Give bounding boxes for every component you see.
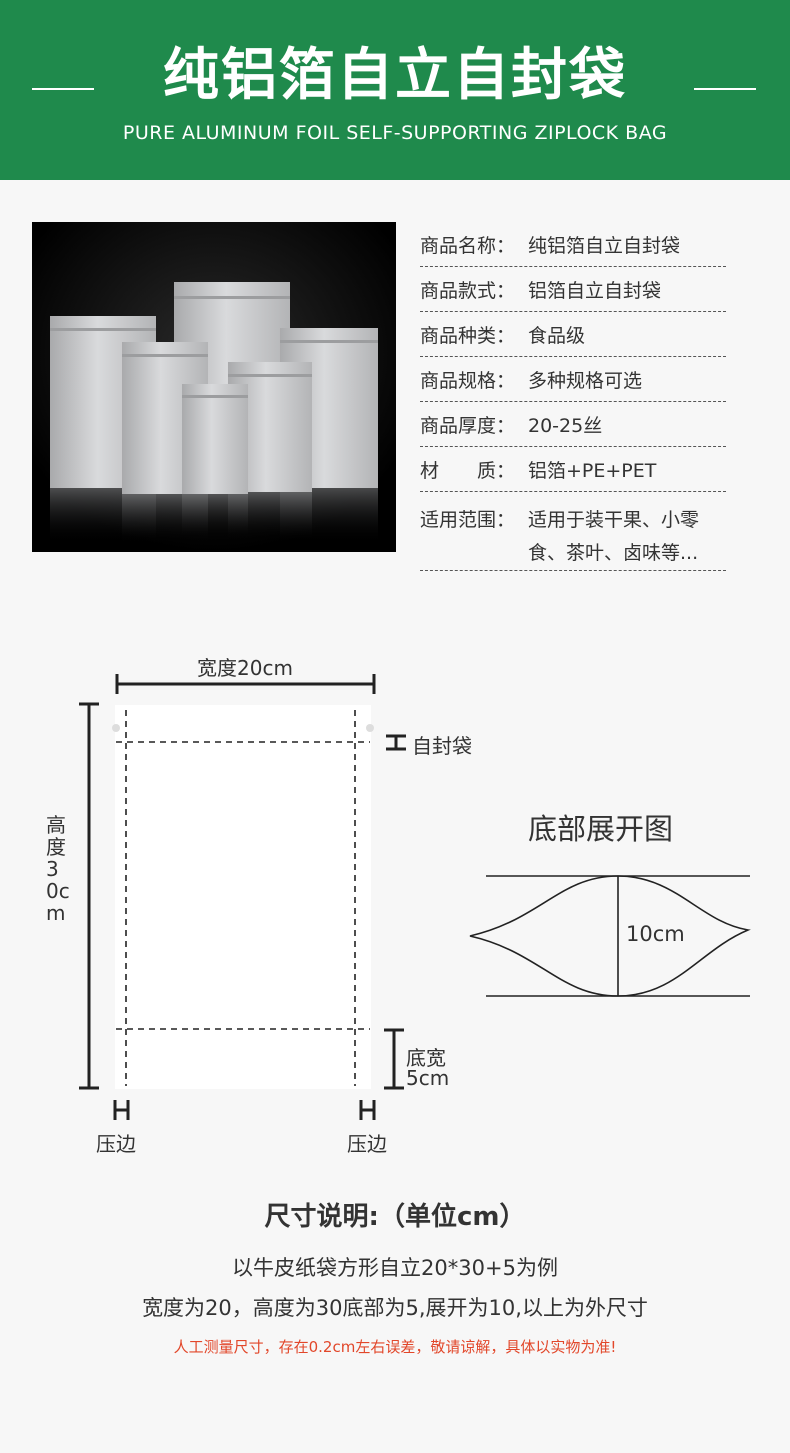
spec-value: 纯铝箔自立自封袋 [528, 234, 681, 257]
dimension-title: 尺寸说明:（单位cm） [264, 1202, 526, 1232]
spec-row: 商品款式： 铝箔自立自封袋 [420, 267, 726, 312]
header-banner: 纯铝箔自立自封袋 PURE ALUMINUM FOIL SELF-SUPPORT… [0, 0, 790, 180]
spec-list: 商品名称： 纯铝箔自立自封袋 商品款式： 铝箔自立自封袋 商品种类： 食品级 商… [420, 222, 726, 571]
bag-outline [115, 705, 371, 1089]
spec-value: 铝箔自立自封袋 [528, 279, 662, 302]
spec-key: 材 质： [420, 459, 516, 482]
bottom-unfold-drawing [469, 875, 751, 997]
spec-row: 商品厚度： 20-25丝 [420, 402, 726, 447]
dimension-detail: 宽度为20，高度为30底部为5,展开为10,以上为外尺寸 [142, 1296, 648, 1320]
spec-key: 商品名称： [420, 234, 516, 257]
spec-value: 铝箔+PE+PET [528, 459, 657, 482]
product-photo [32, 222, 396, 552]
unfold-width-label: 10cm [626, 922, 685, 946]
width-label: 宽度20cm [197, 656, 293, 680]
page-title: 纯铝箔自立自封袋 [163, 43, 627, 108]
spec-key: 商品种类： [420, 324, 516, 347]
spec-row: 适用范围： 适用于装干果、小零 食、茶叶、卤味等... [420, 492, 726, 571]
unfold-title: 底部展开图 [528, 812, 674, 846]
spec-row: 商品种类： 食品级 [420, 312, 726, 357]
bottom-width-value: 5cm [406, 1066, 450, 1090]
press-edge-label-left: 压边 [96, 1132, 136, 1156]
measurement-disclaimer: 人工测量尺寸，存在0.2cm左右误差，敬请谅解，具体以实物为准! [173, 1338, 617, 1356]
spec-value: 适用于装干果、小零 [528, 508, 700, 531]
dimension-drawing [79, 674, 751, 1120]
spec-value: 多种规格可选 [528, 369, 643, 392]
spec-key: 适用范围： [420, 508, 516, 531]
zip-label: 自封袋 [412, 734, 472, 758]
page-subtitle: PURE ALUMINUM FOIL SELF-SUPPORTING ZIPLO… [122, 122, 668, 144]
spec-key: 商品款式： [420, 279, 516, 302]
spec-row: 商品规格： 多种规格可选 [420, 357, 726, 402]
spec-key: 商品厚度： [420, 414, 516, 437]
spec-value-continued: 食、茶叶、卤味等... [528, 542, 699, 564]
spec-value: 食品级 [528, 324, 586, 347]
banner-divider-right [694, 88, 756, 90]
spec-key: 商品规格： [420, 369, 516, 392]
bag-size-diagram: 宽度20cm 高度30cm 自封袋 底宽 5cm 压边 压边 底部展开图 10c… [0, 600, 790, 1180]
dimension-example: 以牛皮纸袋方形自立20*30+5为例 [232, 1256, 558, 1280]
banner-divider-left [32, 88, 94, 90]
spec-row: 材 质： 铝箔+PE+PET [420, 447, 726, 492]
height-label: 高度30cm [46, 813, 70, 925]
foil-bags-illustration [32, 222, 396, 552]
press-edge-label-right: 压边 [347, 1132, 387, 1156]
bottom-width-label: 底宽 [406, 1046, 446, 1070]
spec-value: 20-25丝 [528, 414, 603, 437]
spec-row: 商品名称： 纯铝箔自立自封袋 [420, 222, 726, 267]
